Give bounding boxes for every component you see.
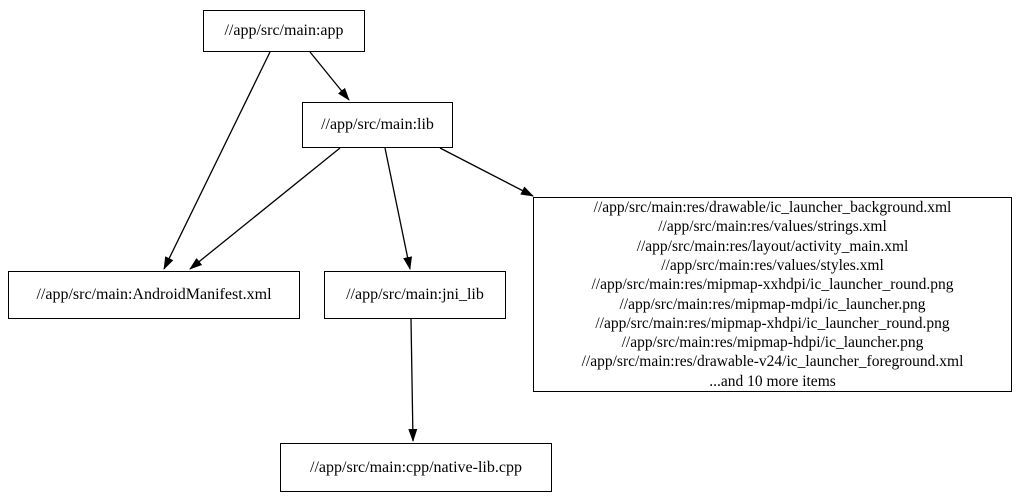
edge-lib-resources [439, 147, 534, 197]
node-jni-lib-label: //app/src/main:jni_lib [346, 286, 484, 303]
node-resources: //app/src/main:res/drawable/ic_launcher_… [533, 197, 1012, 392]
edge-lib-manifest [189, 147, 341, 270]
resource-line-more: ...and 10 more items [709, 372, 836, 390]
node-android-manifest: //app/src/main:AndroidManifest.xml [8, 271, 300, 319]
node-app-label: //app/src/main:app [224, 22, 344, 39]
node-app: //app/src/main:app [203, 10, 365, 52]
node-jni-lib: //app/src/main:jni_lib [324, 271, 506, 319]
resource-line: //app/src/main:res/mipmap-xxhdpi/ic_laun… [591, 276, 954, 294]
resource-line: //app/src/main:res/values/strings.xml [658, 218, 887, 236]
node-native-lib-cpp: //app/src/main:cpp/native-lib.cpp [280, 443, 552, 492]
resource-line: //app/src/main:res/layout/activity_main.… [636, 237, 909, 255]
edge-jni-lib-native [408, 318, 418, 442]
edge-app-manifest [163, 51, 271, 270]
edge-lib-jni-lib [384, 147, 412, 270]
node-android-manifest-label: //app/src/main:AndroidManifest.xml [36, 286, 272, 303]
resource-line: //app/src/main:res/drawable-v24/ic_launc… [581, 353, 964, 371]
edge-app-lib [309, 51, 350, 101]
node-lib-label: //app/src/main:lib [321, 116, 434, 133]
resource-line: //app/src/main:res/drawable/ic_launcher_… [593, 199, 952, 217]
resource-line: //app/src/main:res/mipmap-mdpi/ic_launch… [619, 295, 926, 313]
node-native-lib-cpp-label: //app/src/main:cpp/native-lib.cpp [310, 458, 522, 476]
resource-line: //app/src/main:res/mipmap-xhdpi/ic_launc… [595, 314, 950, 332]
resource-line: //app/src/main:res/mipmap-hdpi/ic_launch… [621, 334, 924, 352]
node-lib: //app/src/main:lib [302, 102, 453, 148]
resource-line: //app/src/main:res/values/styles.xml [661, 256, 884, 274]
